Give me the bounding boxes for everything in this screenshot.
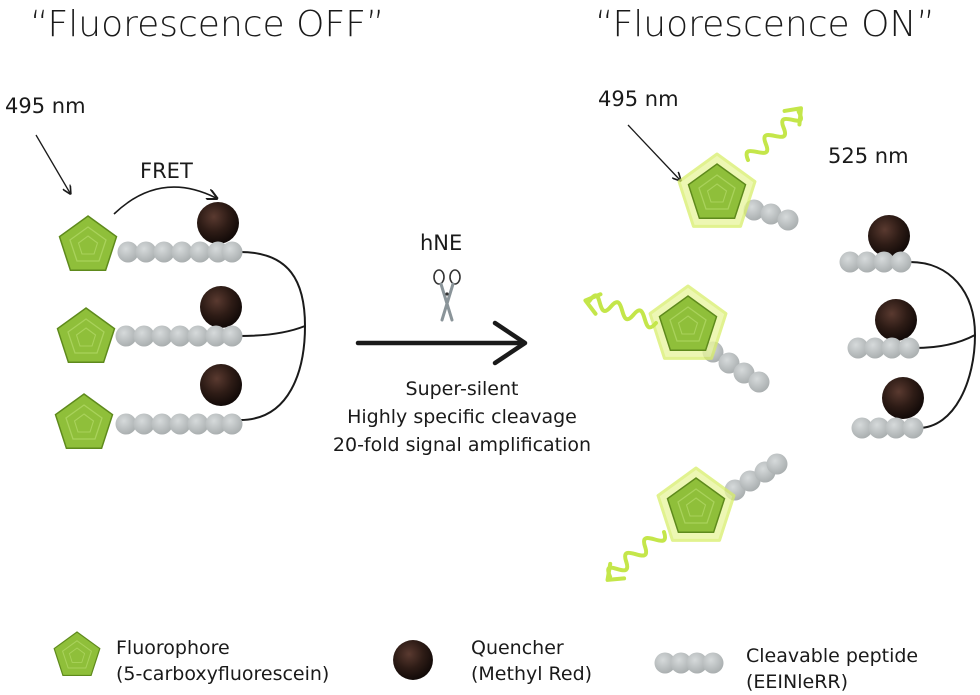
fret-arrow (113, 186, 216, 215)
quencher-sphere (200, 364, 242, 406)
quencher-fragment-3 (851, 377, 924, 439)
fret-label: FRET (140, 159, 193, 183)
legend-fluorophore-detail: (5-carboxyfluorescein) (116, 663, 329, 685)
process-line-1: Super-silent (406, 378, 519, 400)
legend-fluorophore-name: Fluorophore (116, 637, 230, 659)
process-line-2: Highly specific cleavage (347, 406, 577, 428)
excitation-label-left: 495 nm (5, 94, 86, 118)
legend-quencher-name: Quencher (471, 637, 564, 659)
cleaved-fluorophore-1 (679, 99, 811, 231)
fluorophore-pentagon (56, 307, 116, 364)
reaction-arrow (355, 320, 528, 366)
probe-arm-3 (54, 364, 243, 450)
process-line-3: 20-fold signal amplification (333, 434, 591, 456)
emission-wave-icon (580, 288, 661, 337)
legend-peptide-name: Cleavable peptide (746, 645, 918, 667)
emission-wave-icon (598, 523, 674, 590)
quencher-fragment-2 (847, 299, 920, 359)
enzyme-label: hNE (420, 231, 462, 255)
fluorophore-glowing (679, 154, 755, 226)
cleaved-fluorophore-2 (580, 286, 770, 393)
fluorophore-glowing (658, 468, 734, 540)
branch-linker-left (239, 251, 307, 421)
peptide-chain (724, 453, 788, 501)
scissors-icon (432, 268, 462, 322)
excitation-arrow-left (35, 134, 70, 193)
title-fluorescence-on: “Fluorescence ON” (595, 4, 935, 45)
excitation-arrow-right (627, 124, 680, 180)
quencher-sphere (200, 286, 242, 328)
cleaved-fluorophore-3 (598, 453, 788, 590)
legend: Fluorophore (5-carboxyfluorescein) Quenc… (53, 631, 918, 693)
emission-wave-icon (737, 99, 811, 168)
legend-quencher-detail: (Methyl Red) (471, 663, 592, 685)
peptide-chain (115, 413, 243, 435)
quencher-sphere (875, 299, 917, 341)
emission-label: 525 nm (828, 144, 909, 168)
quencher-sphere (868, 215, 910, 257)
peptide-chain (117, 241, 243, 263)
title-fluorescence-off: “Fluorescence OFF” (30, 4, 385, 45)
peptide-chain (115, 325, 243, 347)
legend-peptide-detail: (EEINleRR) (746, 671, 848, 693)
quencher-sphere (197, 202, 239, 244)
fluorophore-pentagon (54, 393, 114, 450)
quencher-sphere (882, 377, 924, 419)
quencher-fragment-1 (839, 215, 912, 273)
legend-peptide-icon (654, 652, 724, 674)
fluorophore-glowing (650, 286, 726, 358)
branch-linker-right (909, 261, 977, 429)
probe-arm-2 (56, 286, 243, 364)
excitation-label-right: 495 nm (598, 87, 679, 111)
fluorophore-pentagon (58, 215, 118, 272)
peptide-chain (743, 199, 799, 231)
legend-fluorophore-icon (53, 631, 101, 677)
probe-arm-1 (58, 202, 243, 272)
legend-quencher-icon (393, 640, 433, 680)
